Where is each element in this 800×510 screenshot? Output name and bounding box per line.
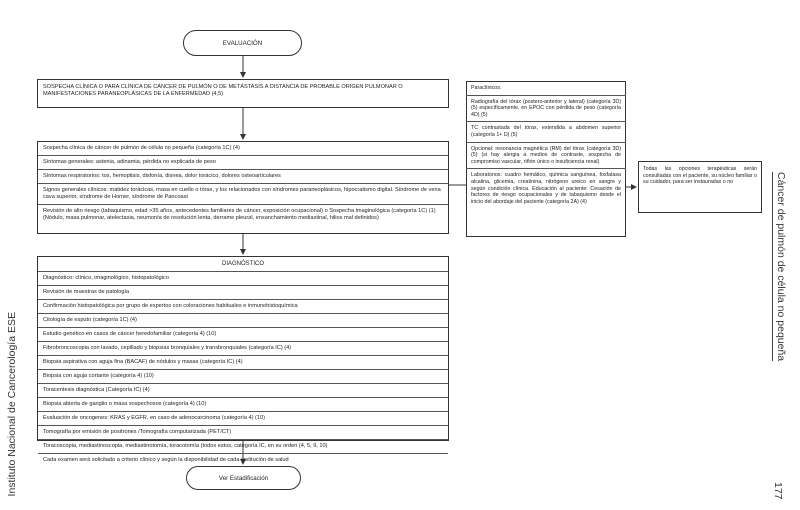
sospecha-box: SOSPECHA CLÍNICA O PARA CLÍNICA DE CÁNCE… — [37, 79, 449, 108]
paraclinicos-title: Paraclínicos: — [471, 85, 502, 91]
diagnostico-box: DIAGNÓSTICO Diagnóstico: clínico, imagin… — [37, 256, 449, 463]
side-right-title: Cáncer de pulmón de célula no pequeña — [772, 172, 787, 362]
diagnostico-item: Fibrobroncoscopia con lavado, cepillado … — [43, 345, 292, 351]
diagnostico-item: Revisión de muestras de patología — [43, 289, 130, 295]
diagnostico-item: Biopsia con aguja cortante (categoría 4)… — [43, 373, 154, 379]
paraclinicos-item: Radiografía del tórax (postero-anterior … — [471, 98, 621, 118]
diagnostico-item: Biopsia abierta de ganglio o masa sospec… — [43, 401, 207, 407]
paraclinicos-item: Opcional: resonancia magnética (RM) del … — [471, 145, 621, 165]
diagnostico-item: Toracentesis diagnóstica (Categoría IC) … — [43, 387, 150, 393]
evaluacion-node: EVALUACIÓN — [183, 30, 302, 56]
diagnostico-item: Citología de esputo (categoría 1C) (4) — [43, 317, 137, 323]
paraclinicos-item: TC contrastada del tórax, extendida a ab… — [471, 125, 621, 138]
diagnostico-title: DIAGNÓSTICO — [221, 261, 264, 267]
clinical-item: Revisión de alto riesgo (tabaquismo, eda… — [43, 208, 436, 221]
paraclinicos-box: Paraclínicos: Radiografía del tórax (pos… — [466, 81, 626, 237]
note-text: Todas las opciones terapéuticas serán co… — [643, 166, 757, 186]
clinical-item: Signos generales clínicos: matidez torác… — [43, 187, 441, 200]
diagnostico-item: Confirmación histopatológica por grupo d… — [43, 303, 298, 309]
evaluacion-label: EVALUACIÓN — [222, 39, 263, 47]
page-number: 177 — [772, 482, 784, 500]
clinical-item: Síntomas generales: astenia, adinamia, p… — [43, 159, 216, 165]
diagnostico-item: Diagnóstico: clínico, imaginológico, his… — [43, 275, 169, 281]
estadificacion-label: Ver Estadificación — [218, 474, 269, 482]
diagnostico-item: Evaluación de oncogenes: KRAS y EGFR, en… — [43, 415, 266, 421]
paraclinicos-item: Laboratorios: cuadro hemático, química s… — [471, 172, 621, 205]
estadificacion-node: Ver Estadificación — [186, 466, 301, 490]
clinical-item: Síntomas respiratorios: tos, hemoptisis,… — [43, 173, 281, 179]
diagnostico-item: Toracoscopia, mediastinoscopia, mediasti… — [43, 443, 328, 449]
note-box: Todas las opciones terapéuticas serán co… — [638, 161, 762, 213]
clinical-box: Sospecha clínica de cáncer de pulmón de … — [37, 141, 449, 234]
diagnostico-item: Cada examen será solicitado a criterio c… — [43, 457, 289, 463]
diagnostico-item: Tomografía por emisión de positrones /To… — [43, 429, 232, 435]
side-left-institution: Instituto Nacional de Cancerología ESE — [6, 312, 18, 497]
clinical-item: Sospecha clínica de cáncer de pulmón de … — [43, 145, 240, 151]
sospecha-text: SOSPECHA CLÍNICA O PARA CLÍNICA DE CÁNCE… — [43, 84, 403, 97]
diagnostico-item: Estudio genético en casos de cáncer here… — [43, 331, 217, 337]
diagnostico-item: Biopsia aspirativa con aguja fina (BACAF… — [43, 359, 243, 365]
